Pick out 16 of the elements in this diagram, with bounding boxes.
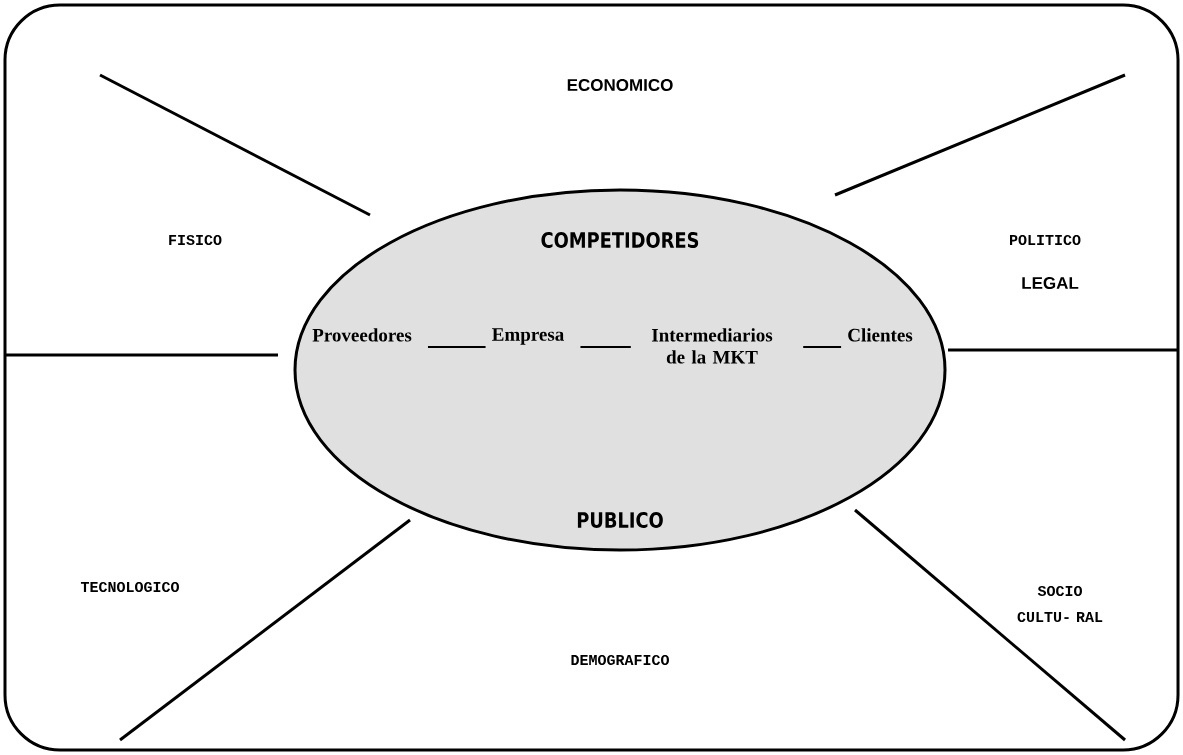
ellipse-heading: PUBLICO — [577, 512, 663, 528]
text-item: Intermediarios de la MKT — [651, 328, 773, 364]
sector-label: LEGAL — [1022, 277, 1079, 290]
ellipse-heading: COMPETIDORES — [541, 232, 699, 248]
dash-line — [802, 346, 842, 348]
dash-line — [579, 346, 632, 348]
sector-label: TECNOLOGICO — [80, 581, 179, 593]
text-item: Proveedores — [312, 328, 412, 342]
sector-label: ECONOMICO — [567, 79, 673, 92]
sector-label: FISICO — [169, 234, 222, 246]
sector-label: SOCIO CULTU- RAL — [1017, 585, 1103, 623]
sector-label: DEMOGRAFICO — [571, 654, 669, 666]
sector-label: POLITICO — [1010, 234, 1081, 246]
dash-line — [427, 346, 487, 348]
text-item: Empresa — [492, 328, 564, 345]
text-item: Clientes — [848, 328, 913, 342]
